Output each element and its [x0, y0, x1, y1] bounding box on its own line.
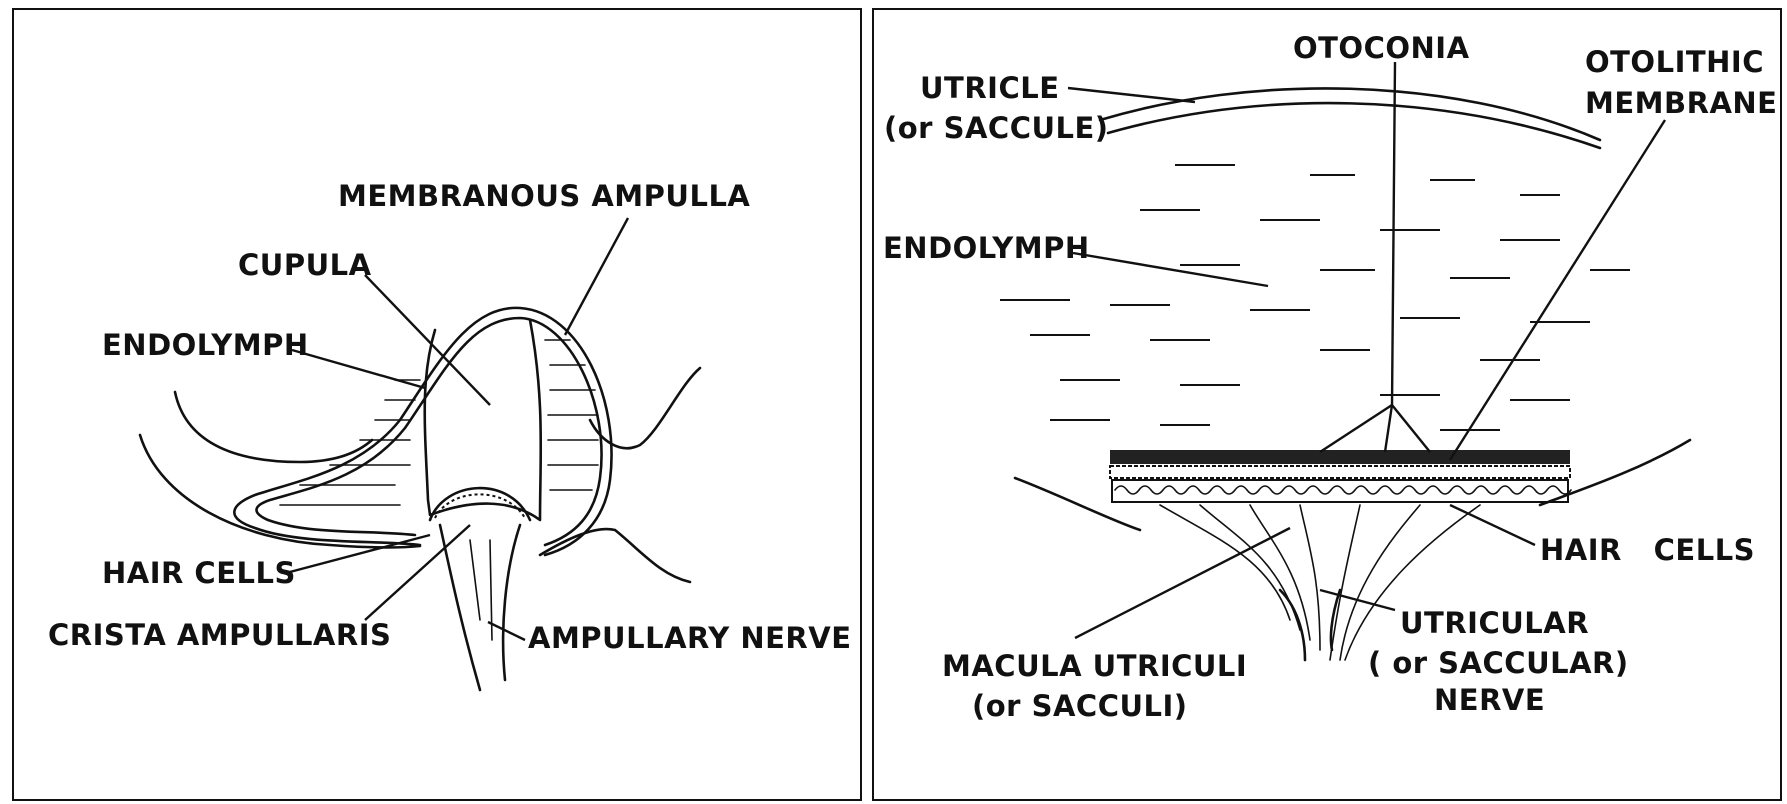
leader-otoconia: [1392, 62, 1395, 405]
macula-drawing: [1000, 88, 1690, 660]
label-nerve-line2: ( or SACCULAR): [1368, 646, 1629, 680]
endolymph-dashes-right: [1000, 165, 1630, 430]
leader-endolymph-left: [292, 350, 425, 388]
label-nerve-line3: NERVE: [1434, 683, 1545, 717]
leader-hair-cells-right: [1450, 505, 1535, 545]
nerve-left-edge: [440, 525, 480, 690]
leader-otoconia-branch-2: [1385, 405, 1392, 452]
leader-otoconia-branch-3: [1392, 405, 1430, 452]
label-nerve-line1: UTRICULAR: [1400, 606, 1589, 640]
label-otolithic-line1: OTOLITHIC: [1585, 45, 1764, 79]
label-membranous-ampulla: MEMBRANOUS AMPULLA: [338, 179, 750, 213]
label-otolithic-line2: MEMBRANE: [1585, 86, 1778, 120]
label-hair-cells-left: HAIR CELLS: [102, 556, 296, 590]
hair-cell-texture: [1115, 486, 1571, 494]
leader-utricle: [1068, 88, 1195, 102]
label-macula-line2: (or SACCULI): [972, 689, 1188, 723]
leader-macula: [1075, 528, 1290, 638]
label-ampullary-nerve: AMPULLARY NERVE: [528, 621, 852, 655]
hair-cell-layer: [1112, 480, 1568, 502]
label-utricle-line1: UTRICLE: [920, 71, 1060, 105]
leader-endolymph-right: [1073, 253, 1268, 286]
nerve-right-edge: [503, 525, 520, 680]
otoconia-layer: [1110, 450, 1570, 464]
utricle-wall-outer: [1100, 88, 1600, 140]
label-endolymph-right: ENDOLYMPH: [883, 231, 1090, 265]
leader-membranous-ampulla: [565, 218, 628, 335]
otolithic-membrane-layer: [1110, 466, 1570, 478]
leader-ampullary-nerve: [488, 622, 525, 640]
label-utricle-line2: (or SACCULE): [884, 111, 1109, 145]
utricle-wall-inner: [1108, 103, 1600, 148]
label-crista-ampullaris: CRISTA AMPULLARIS: [48, 618, 391, 652]
macula-wall-right: [1540, 440, 1690, 505]
label-hair-cells-right: HAIR CELLS: [1540, 533, 1755, 567]
canal-wall-lower-left: [140, 435, 420, 547]
label-otoconia: OTOCONIA: [1293, 31, 1470, 65]
label-macula-line1: MACULA UTRICULI: [942, 649, 1247, 683]
leader-otoconia-branch-1: [1320, 405, 1392, 452]
canal-wall-upper-left: [175, 392, 372, 462]
label-cupula: CUPULA: [238, 248, 372, 282]
label-endolymph-left: ENDOLYMPH: [102, 328, 309, 362]
leader-utricular-nerve: [1320, 590, 1395, 610]
cupula-outline: [425, 320, 541, 520]
leader-otolithic-membrane: [1450, 120, 1665, 460]
endolymph-hatching: [280, 340, 598, 505]
